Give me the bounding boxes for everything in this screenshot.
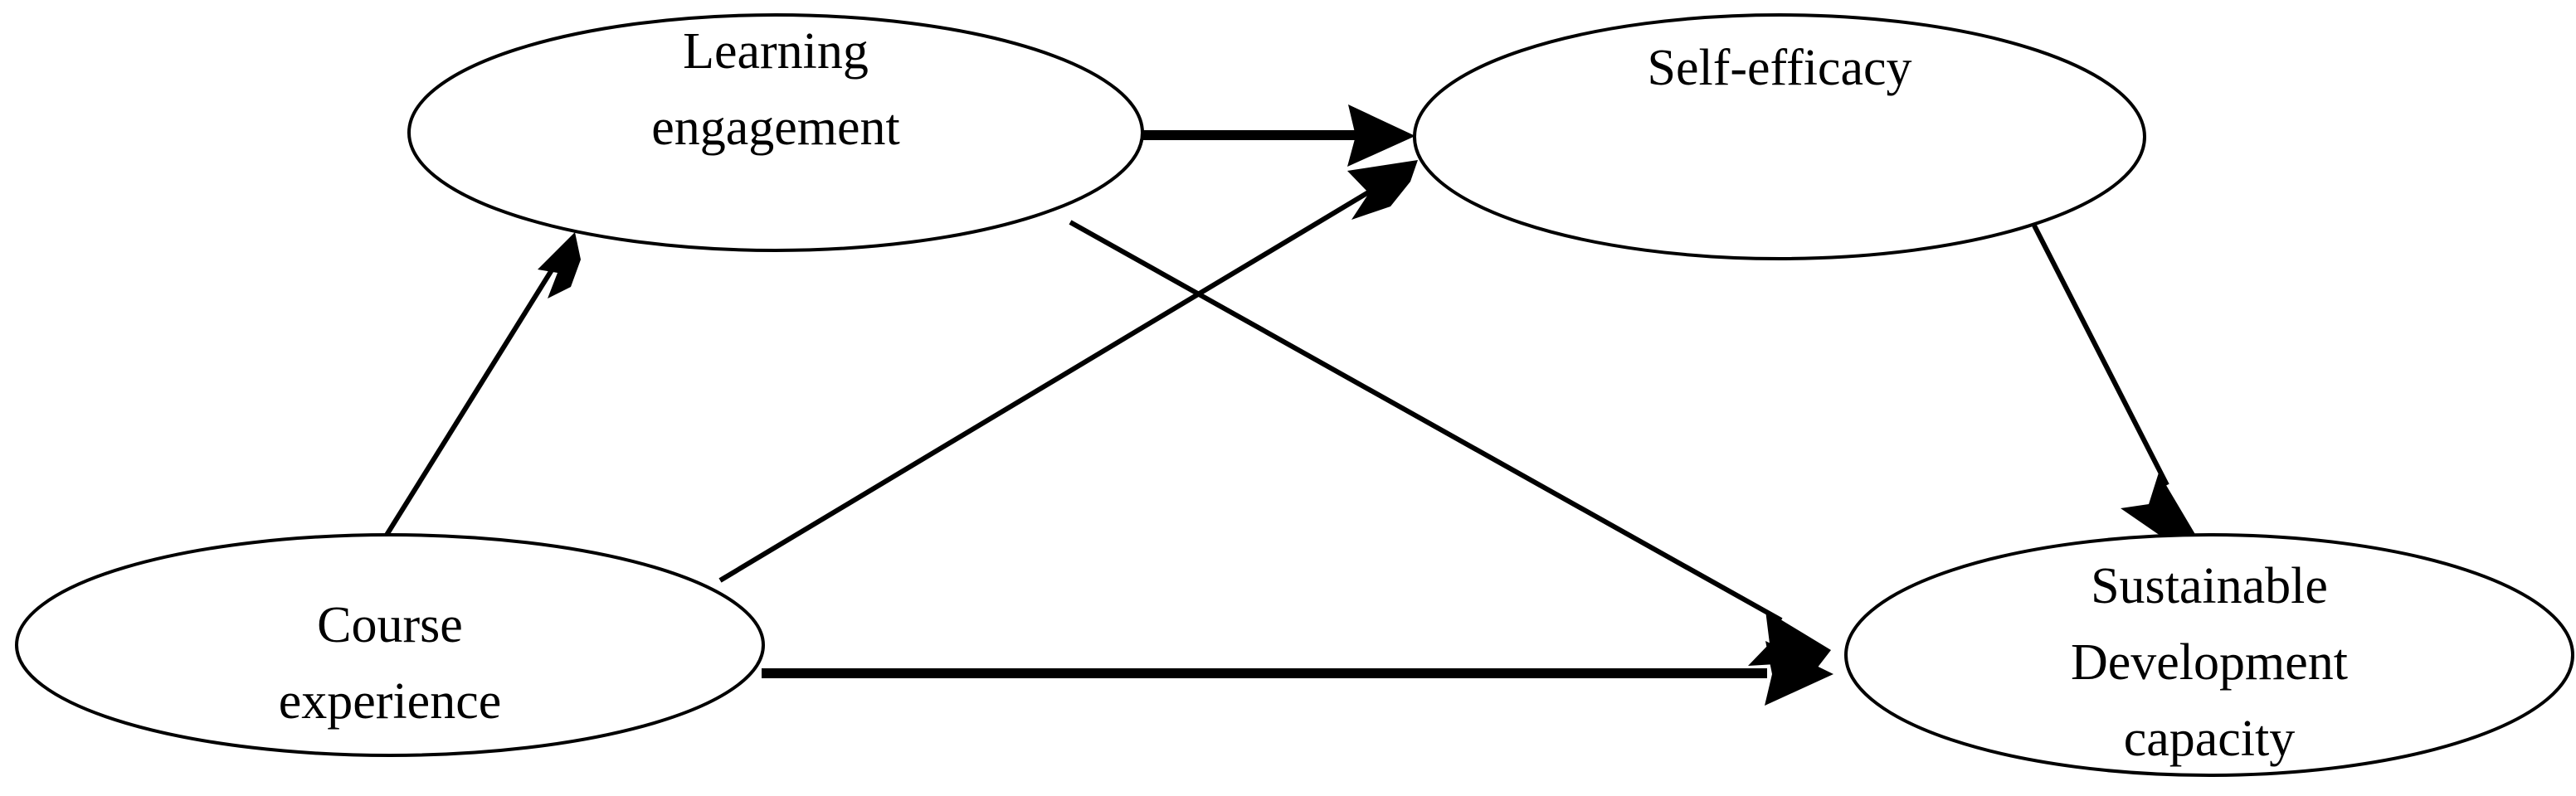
arrow-head-icon bbox=[1347, 160, 1418, 220]
node-label-course-experience-line2: experience bbox=[279, 673, 501, 730]
node-label-sustainable-development-capacity-line2: Development bbox=[2071, 634, 2348, 691]
arrow-head-icon bbox=[538, 232, 581, 298]
edge-self-efficacy-to-sustainable-development-capacity[interactable] bbox=[2032, 224, 2199, 547]
arrow-head-icon bbox=[1347, 104, 1415, 167]
edge-line bbox=[718, 187, 1376, 583]
node-ellipse-self-efficacy bbox=[1413, 13, 2146, 260]
node-label-sustainable-development-capacity-line3: capacity bbox=[2124, 711, 2296, 767]
node-course-experience[interactable]: Course experience bbox=[15, 533, 765, 757]
node-label-self-efficacy-line1: Self-efficacy bbox=[1648, 40, 1912, 96]
edge-learning-engagement-to-self-efficacy[interactable] bbox=[1143, 104, 1415, 167]
arrow-head-icon bbox=[2121, 473, 2199, 547]
node-learning-engagement[interactable]: Learning engagement bbox=[407, 13, 1144, 252]
edge-line bbox=[1069, 220, 1783, 623]
edge-course-experience-to-self-efficacy[interactable] bbox=[718, 160, 1418, 583]
edge-line bbox=[382, 240, 572, 541]
edge-learning-engagement-to-sustainable-development-capacity[interactable] bbox=[1069, 220, 1831, 668]
node-ellipse-course-experience bbox=[15, 533, 765, 757]
node-label-sustainable-development-capacity-line1: Sustainable bbox=[2091, 558, 2328, 614]
edge-course-experience-to-learning-engagement[interactable] bbox=[382, 232, 581, 541]
edge-line bbox=[2032, 224, 2169, 487]
node-ellipse-sustainable-development-capacity bbox=[1844, 533, 2574, 777]
edge-course-experience-to-sustainable-development-capacity[interactable] bbox=[762, 641, 1833, 706]
node-label-learning-engagement-line1: Learning bbox=[683, 23, 869, 80]
node-self-efficacy[interactable]: Self-efficacy bbox=[1413, 13, 2146, 260]
node-ellipse-learning-engagement bbox=[407, 13, 1144, 252]
arrow-head-icon bbox=[1765, 641, 1833, 706]
node-label-learning-engagement-line2: engagement bbox=[651, 100, 900, 156]
node-label-course-experience-line1: Course bbox=[317, 597, 463, 653]
node-sustainable-development-capacity[interactable]: Sustainable Development capacity bbox=[1844, 533, 2574, 777]
